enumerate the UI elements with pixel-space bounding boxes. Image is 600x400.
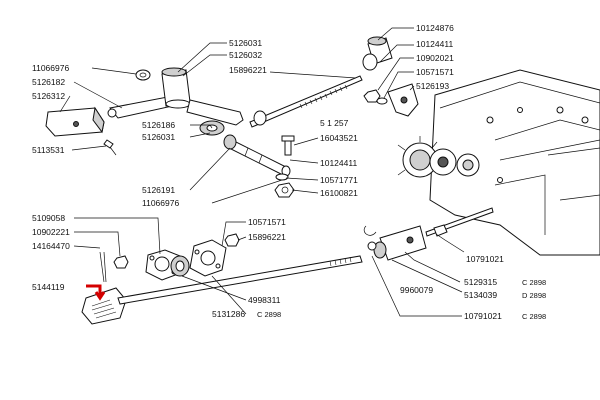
part-number: 5126032 [229,50,262,60]
part-number: 10571571 [416,67,454,77]
part-labels: 10124876 10124411 10902021 10571571 5126… [32,23,504,321]
bracket-5126193 [387,83,419,117]
part-number: 10902021 [416,53,454,63]
part-number: 5129315 [464,277,497,287]
bolt-16043521 [281,135,295,156]
bushing-4998311 [170,255,190,277]
shaft-5126186 [223,134,291,177]
part-number: 10902221 [32,227,70,237]
part-number: 10124876 [416,23,454,33]
nut-10902221 [113,255,129,269]
part-number: 5109058 [32,213,65,223]
bracket-5126312 [45,106,105,137]
flange-5109058 [145,249,181,281]
part-number: 15896221 [248,232,286,242]
gearbox-housing [397,69,600,256]
part-number: 5126312 [32,91,65,101]
part-number: 16100821 [320,188,358,198]
part-number: 15896221 [229,65,267,75]
clip-11066976-top [135,69,151,81]
part-number: 5126186 [142,120,175,130]
knob-5144119 [81,287,127,325]
part-number: 11066976 [32,63,69,73]
model-code: C 2898 [522,312,546,321]
ball-joint-10124876 [362,36,393,71]
screw-5113531 [103,139,117,156]
model-code: D 2898 [522,291,546,300]
part-number: 5126031 [229,38,262,48]
part-number: 10571571 [248,217,286,227]
nut-10902021 [363,89,381,103]
part-number: 5126031 [142,132,175,142]
part-number: 11066976 [142,198,179,208]
part-number: 16043521 [320,133,358,143]
part-number: 5113531 [32,145,65,155]
part-number: 10124411 [320,158,357,168]
part-number: 5131286 [212,309,245,319]
part-number: 10791021 [464,311,502,321]
arm-5126031 [186,99,244,136]
part-number: 5126182 [32,77,65,87]
part-number: 5144119 [32,282,65,292]
washer-10571571-top [376,97,388,105]
model-code: C 2898 [522,278,546,287]
nut-16100821 [274,182,295,198]
part-number: 5126191 [142,185,175,195]
clip-5129315 [363,225,377,251]
washer-10571771 [275,173,289,181]
part-number: 5134039 [464,290,497,300]
part-number: 5126193 [416,81,449,91]
selector-rod [117,255,363,305]
pin-14164470 [99,251,107,283]
rod-10791021 [425,207,494,237]
part-number: 10791021 [466,254,504,264]
part-number: 10571771 [320,175,358,185]
part-number: 4998311 [248,295,281,305]
model-code: C 2898 [257,310,281,319]
fork-9960079 [373,225,427,261]
leader-lines [59,27,465,317]
part-number: 9960079 [400,285,433,295]
part-number: 14164470 [32,241,70,251]
nut-15896221-low [224,233,240,247]
flange-5131286 [189,239,227,277]
rod-15896221 [249,75,363,128]
part-number-faded: 5 1 257 [320,118,349,128]
highlight-arrow [86,284,106,301]
part-number: 10124411 [416,39,453,49]
model-codes: C 2898 D 2898 C 2898 C 2898 [257,278,546,321]
